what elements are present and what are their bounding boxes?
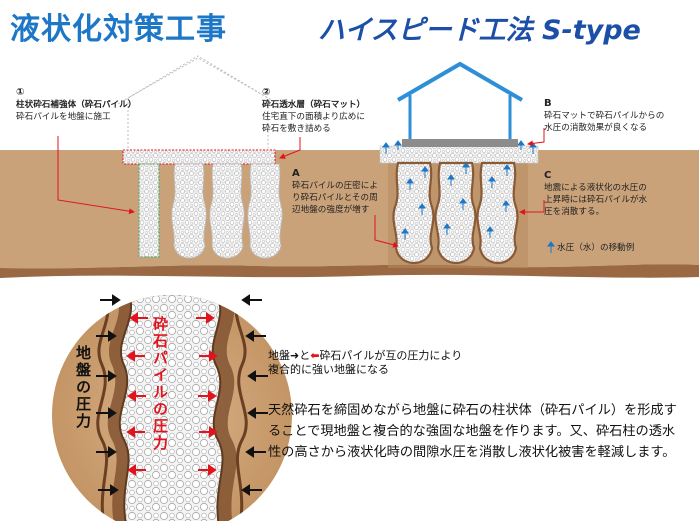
callout-c-line3: 圧を消散する。 <box>544 207 605 217</box>
mutual-note-line2: 複合的に強い地盤になる <box>268 363 389 376</box>
house-solid <box>396 61 524 147</box>
callout-b-line2: 水圧の消散効果が良くなる <box>544 123 648 133</box>
callout-c-line2: 上昇時には砕石パイルが水 <box>544 195 648 205</box>
callout-2: ② 砕石透水層（砕石マット） 住宅直下の面積より広めに 砕石を敷き詰める <box>262 87 365 135</box>
callout-b-line1: 砕石マットで砕石パイルからの <box>544 111 665 121</box>
callout-2-line1: 住宅直下の面積より広めに <box>262 112 365 122</box>
gravel-mat-left <box>122 149 276 165</box>
and-word: と <box>299 349 311 362</box>
mutual-pressure-note: 地盤➜と⬅砕石パイルが互の圧力により 複合的に強い地盤になる <box>268 349 462 377</box>
pile-pressure-label: 砕石パイルの圧力 <box>151 316 169 452</box>
callout-a-line3: 辺地盤の強度が増す <box>292 205 370 215</box>
callout-line-c <box>519 200 545 215</box>
method-name: ハイスピード工法 S-type <box>318 15 641 46</box>
callout-2-mark: ② <box>262 87 271 98</box>
water-pressure-arrows <box>382 140 537 240</box>
red-arrow-icon: ⬅ <box>310 349 320 362</box>
ground-pressure-arrows <box>96 294 268 496</box>
method-description: 天然砕石を締固めながら地盤に砕石の柱状体（砕石パイル）を形成することで現地盤と複… <box>268 403 677 460</box>
black-arrow-icon: ➜ <box>290 349 300 362</box>
callout-b: B 砕石マットで砕石パイルからの 水圧の消散効果が良くなる <box>544 98 664 134</box>
callout-line-a <box>374 215 399 248</box>
callout-line-1 <box>57 136 135 215</box>
callout-c-mark: C <box>544 170 552 181</box>
callout-a-mark: A <box>292 168 300 179</box>
page-title: 液状化対策工事 <box>10 12 227 47</box>
gravel-piles-right <box>392 161 519 265</box>
house-outline-dotted <box>117 55 279 148</box>
callout-2-line2: 砕石を敷き詰める <box>262 124 331 134</box>
callout-b-mark: B <box>544 98 552 109</box>
callout-a: A 砕石パイルの圧密によ り砕石パイルとその周 辺地盤の強度が増す <box>292 168 378 216</box>
callout-c-line1: 地震による液状化の水圧の <box>544 183 647 193</box>
detail-circle <box>52 295 292 521</box>
callout-a-line1: 砕石パイルの圧密によ <box>292 181 378 191</box>
legend-water-movement: 水圧（水）の移動例 <box>557 243 635 253</box>
callout-line-2 <box>279 137 301 159</box>
callout-2-title: 砕石透水層（砕石マット） <box>262 100 366 110</box>
callout-1-title: 柱状砕石補強体（砕石パイル） <box>16 100 137 110</box>
callout-a-line2: り砕石パイルとその周 <box>292 193 378 203</box>
callout-1: ① 柱状砕石補強体（砕石パイル） 砕石パイルを地盤に施工 <box>16 87 136 123</box>
gravel-piles-left <box>138 163 283 259</box>
callout-c: C 地震による液状化の水圧の 上昇時には砕石パイルが水 圧を消散する。 <box>544 170 647 218</box>
callout-1-mark: ① <box>16 87 25 98</box>
callout-line-b <box>527 128 545 147</box>
legend-water-arrow-icon <box>547 241 555 253</box>
pile-pressure-arrows <box>126 312 218 476</box>
mutual-note-line1: 砕石パイルが互の圧力により <box>319 349 463 362</box>
callout-1-text: 砕石パイルを地盤に施工 <box>16 112 111 122</box>
ground-word: 地盤 <box>268 349 290 362</box>
ground-pressure-label: 地盤の圧力 <box>74 345 92 430</box>
pile-in-progress <box>138 163 160 258</box>
